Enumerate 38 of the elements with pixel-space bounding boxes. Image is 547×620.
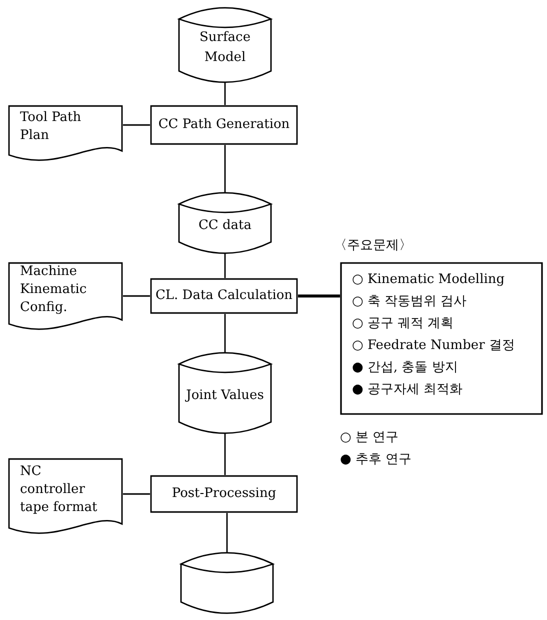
document-shape (8, 105, 123, 163)
list-item: ○ 축 작동범위 검사 (352, 293, 467, 311)
document-shape (8, 262, 123, 332)
list-item: ○ Kinematic Modelling (352, 271, 505, 289)
process-box (150, 278, 298, 314)
list-item: ● 공구자세 최적화 (352, 381, 463, 399)
document-shape (8, 458, 123, 536)
connector-line (224, 145, 226, 194)
connector-line (226, 513, 228, 554)
list-item: ○ 공구 궤적 계획 (352, 315, 454, 333)
connector-line (224, 252, 226, 278)
database-cylinder (178, 5, 272, 85)
database-cylinder (178, 190, 272, 256)
legend-entry: ○ 본 연구 (340, 429, 399, 447)
node-label: Post-Processing (172, 485, 276, 503)
connector-line (123, 295, 150, 297)
legend-entry: ● 추후 연구 (340, 451, 412, 469)
node-label: Surface Model (198, 29, 252, 67)
node-label: Tool Path Plan (20, 109, 82, 145)
node-label: CL. Data Calculation (155, 287, 293, 305)
connector-line (224, 432, 226, 475)
node-label: CC Path Generation (158, 116, 290, 134)
node-label: NC controller tape format (20, 463, 98, 517)
node-label: Joint Values (186, 387, 264, 405)
connector-line (123, 493, 150, 495)
database-cylinder (180, 550, 274, 616)
connector-line (224, 314, 226, 354)
process-box (150, 475, 298, 513)
connector-line (224, 81, 226, 105)
connector-line (123, 124, 150, 126)
connector-line (298, 294, 340, 298)
list-item: ○ Feedrate Number 결정 (352, 337, 515, 355)
node-label: Machine Kinematic Config. (20, 263, 88, 317)
list-item: ● 간섭, 충돌 방지 (352, 359, 458, 377)
node-label: CC data (198, 217, 252, 235)
panel-heading: 〈주요문제〉 (334, 237, 412, 255)
process-box (150, 105, 298, 145)
database-cylinder (178, 350, 272, 436)
